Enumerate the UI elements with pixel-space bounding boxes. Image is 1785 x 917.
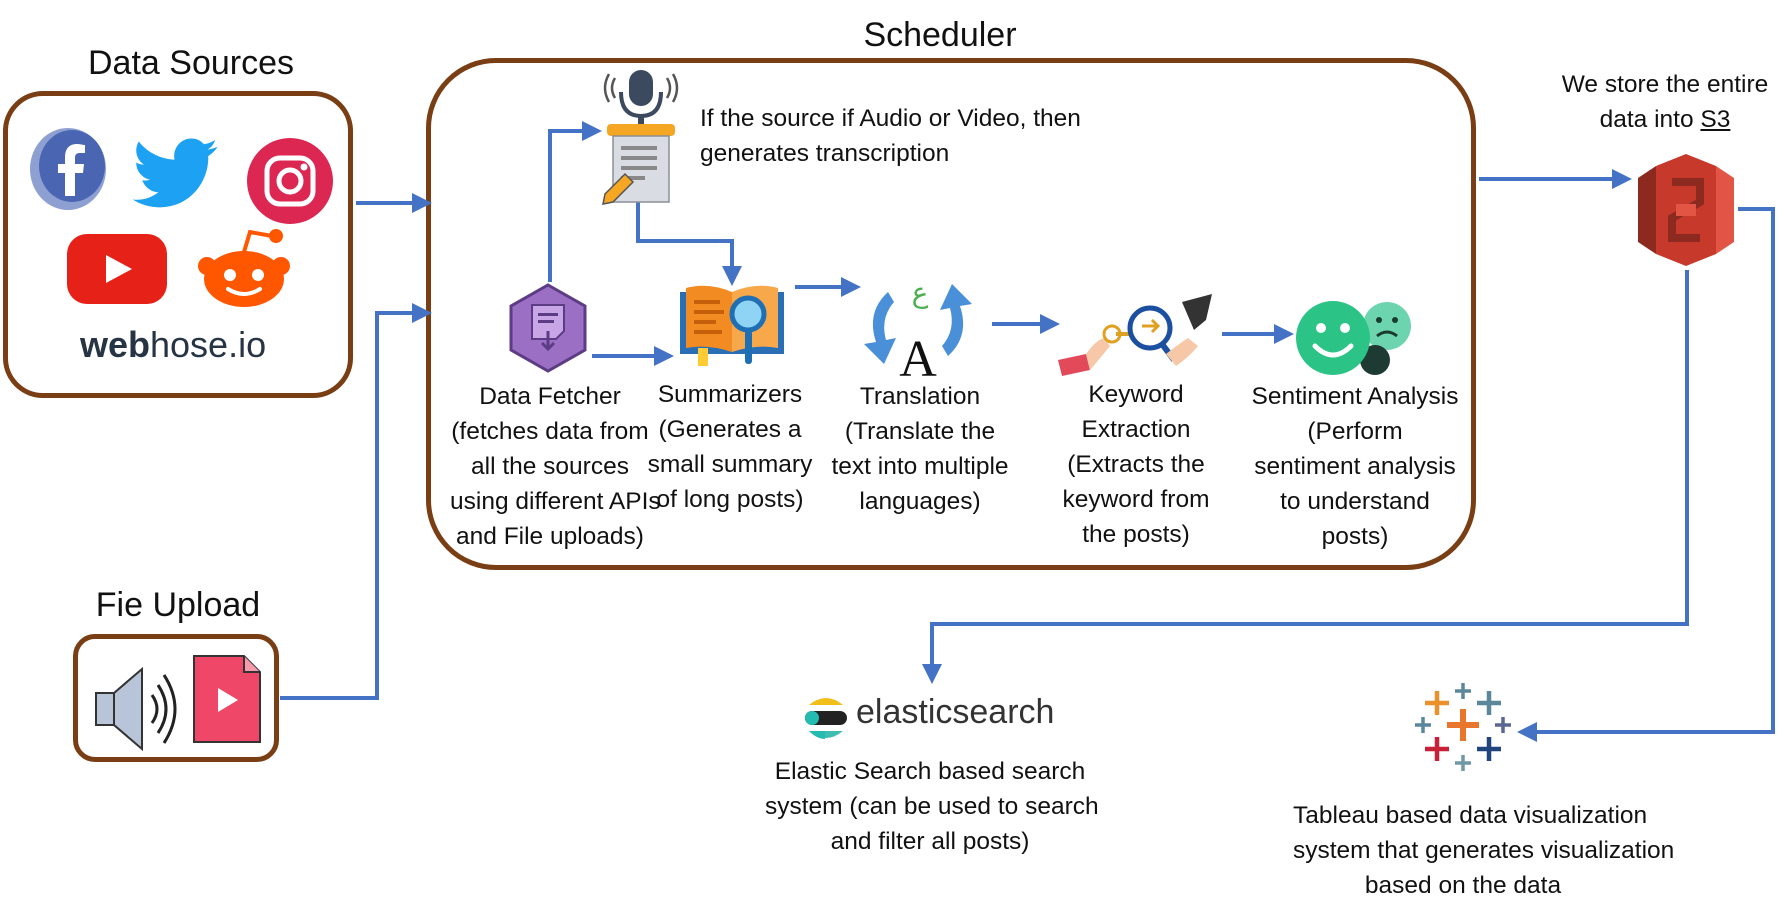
caption-line: based on the data	[1364, 872, 1562, 899]
arrow-s3-to-elasticsearch	[922, 270, 1689, 684]
data-fetcher-icon	[509, 283, 587, 373]
s3-line-2-prefix: data into	[1599, 106, 1701, 133]
caption-line: to understand	[1280, 488, 1430, 515]
transcription-line-2: generates transcription	[700, 140, 950, 167]
file-upload-title: Fie Upload	[95, 586, 261, 624]
tableau-description: Tableau based data visualization system …	[1293, 798, 1675, 903]
caption-line: text into multiple	[831, 453, 1009, 480]
s3-link[interactable]: S3	[1700, 106, 1731, 133]
caption-line: keyword from	[1062, 486, 1210, 513]
transcription-line-1: If the source if Audio or Video, then	[700, 105, 1081, 132]
s3-line-2: data into S3	[1555, 102, 1775, 137]
caption-line: Translation	[859, 383, 981, 410]
caption-line: small summary	[647, 451, 813, 478]
caption-line: posts)	[1321, 523, 1389, 550]
microphone-transcription-icon	[602, 70, 679, 205]
twitter-icon	[133, 138, 218, 208]
s3-description: We store the entire data into S3	[1555, 67, 1775, 137]
caption-line: and File uploads)	[456, 523, 644, 550]
scheduler-title: Scheduler	[863, 16, 1017, 54]
step-caption-summarizers: Summarizers (Generates a small summary o…	[640, 377, 820, 517]
caption-line: system that generates visualization	[1293, 837, 1675, 864]
s3-line-1: We store the entire	[1561, 71, 1769, 98]
instagram-icon	[247, 138, 333, 224]
keyword-extraction-icon	[1058, 294, 1212, 376]
step-caption-data-fetcher: Data Fetcher (fetches data from all the …	[450, 379, 661, 554]
step-caption-sentiment-analysis: Sentiment Analysis (Perform sentiment an…	[1245, 379, 1465, 554]
caption-line: Elastic Search based search	[774, 758, 1086, 785]
aws-s3-icon	[1638, 154, 1734, 266]
translation-icon: A ع	[864, 276, 972, 380]
reddit-icon	[198, 229, 290, 307]
caption-line: all the sources	[471, 453, 629, 480]
caption-line: Summarizers	[657, 381, 803, 408]
caption-line: Data Fetcher	[479, 383, 621, 410]
caption-line: sentiment analysis	[1254, 453, 1456, 480]
webhose-logo-bold: web	[80, 324, 151, 365]
step-caption-translation: Translation (Translate the text into mul…	[820, 379, 1020, 519]
data-sources-title: Data Sources	[88, 44, 294, 82]
caption-line: (Extracts the	[1067, 451, 1205, 478]
arrow-s3-to-tableau	[1517, 207, 1775, 742]
caption-line: of long posts)	[656, 486, 804, 513]
translation-letter-ain: ع	[912, 276, 929, 309]
caption-line: languages)	[859, 488, 981, 515]
arrow-fetcher-to-transcription	[548, 121, 602, 282]
video-file-icon	[193, 655, 261, 743]
translation-letter-a: A	[899, 331, 937, 380]
caption-line: (Translate the	[844, 418, 996, 445]
caption-line: Keyword	[1088, 381, 1184, 408]
youtube-icon	[67, 234, 167, 304]
summarizer-book-icon	[680, 285, 784, 366]
webhose-logo: webhose.io	[80, 324, 266, 366]
arrow-transcription-to-summarizer	[636, 202, 742, 286]
arrow-upload-to-scheduler	[280, 303, 432, 700]
speaker-icon	[95, 666, 177, 752]
sentiment-icon	[1296, 301, 1411, 375]
elasticsearch-logo-icon	[805, 698, 847, 739]
step-caption-keyword-extraction: Keyword Extraction (Extracts the keyword…	[1036, 377, 1236, 552]
elasticsearch-logo-text: elasticsearch	[856, 693, 1055, 731]
caption-line: (Perform	[1307, 418, 1403, 445]
caption-line: and filter all posts)	[830, 828, 1030, 855]
elasticsearch-description: Elastic Search based search system (can …	[765, 754, 1099, 859]
caption-line: Extraction	[1081, 416, 1191, 443]
caption-line: (Generates a	[658, 416, 802, 443]
caption-line: using different APIs	[450, 488, 661, 515]
caption-line: system (can be used to search	[765, 793, 1099, 820]
transcription-description: If the source if Audio or Video, then ge…	[700, 101, 1081, 171]
webhose-logo-rest: hose.io	[150, 324, 267, 365]
caption-line: Tableau based data visualization	[1293, 802, 1648, 829]
caption-line: (fetches data from	[451, 418, 649, 445]
caption-line: the posts)	[1082, 521, 1190, 548]
facebook-icon	[30, 128, 106, 210]
caption-line: Sentiment Analysis	[1251, 383, 1459, 410]
tableau-logo-icon	[1415, 683, 1511, 771]
